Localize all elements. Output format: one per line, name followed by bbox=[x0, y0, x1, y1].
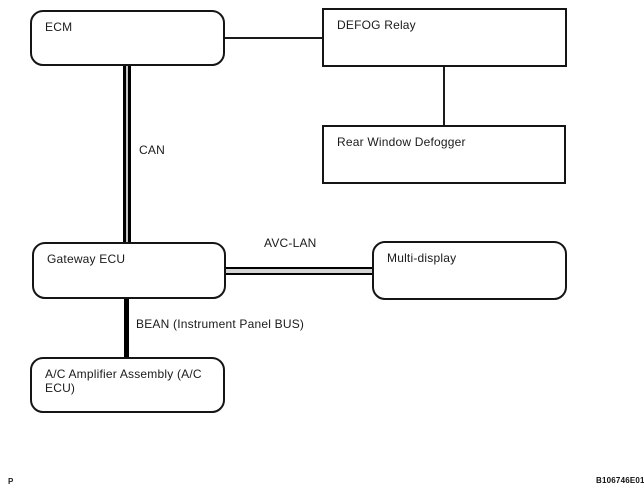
node-multi-display: Multi-display bbox=[372, 241, 567, 300]
can-bus-label: CAN bbox=[139, 143, 165, 157]
bean-bus-label: BEAN (Instrument Panel BUS) bbox=[136, 317, 305, 331]
node-ac-amplifier-label: A/C Amplifier Assembly (A/C ECU) bbox=[45, 367, 202, 395]
node-ecm: ECM bbox=[30, 10, 225, 66]
node-gateway-ecu-label: Gateway ECU bbox=[47, 252, 126, 266]
connector-defog-relay-rear-defogger bbox=[443, 67, 445, 125]
figure-code: B106746E01 bbox=[596, 476, 644, 485]
avc-lan-bus-label: AVC-LAN bbox=[264, 236, 317, 250]
node-rear-window-defogger: Rear Window Defogger bbox=[322, 125, 566, 184]
node-multi-display-label: Multi-display bbox=[387, 251, 457, 265]
bean-bus-line bbox=[124, 299, 129, 357]
page-mark: P bbox=[8, 477, 14, 486]
node-ecm-label: ECM bbox=[45, 20, 73, 34]
avc-lan-bus-line bbox=[226, 267, 372, 275]
node-defog-relay: DEFOG Relay bbox=[322, 8, 567, 67]
node-defog-relay-label: DEFOG Relay bbox=[337, 18, 416, 32]
connector-ecm-defog-relay bbox=[225, 37, 322, 39]
can-bus-line bbox=[123, 66, 131, 243]
node-gateway-ecu: Gateway ECU bbox=[32, 242, 226, 299]
node-rear-window-defogger-label: Rear Window Defogger bbox=[337, 135, 466, 149]
node-ac-amplifier: A/C Amplifier Assembly (A/C ECU) bbox=[30, 357, 225, 413]
